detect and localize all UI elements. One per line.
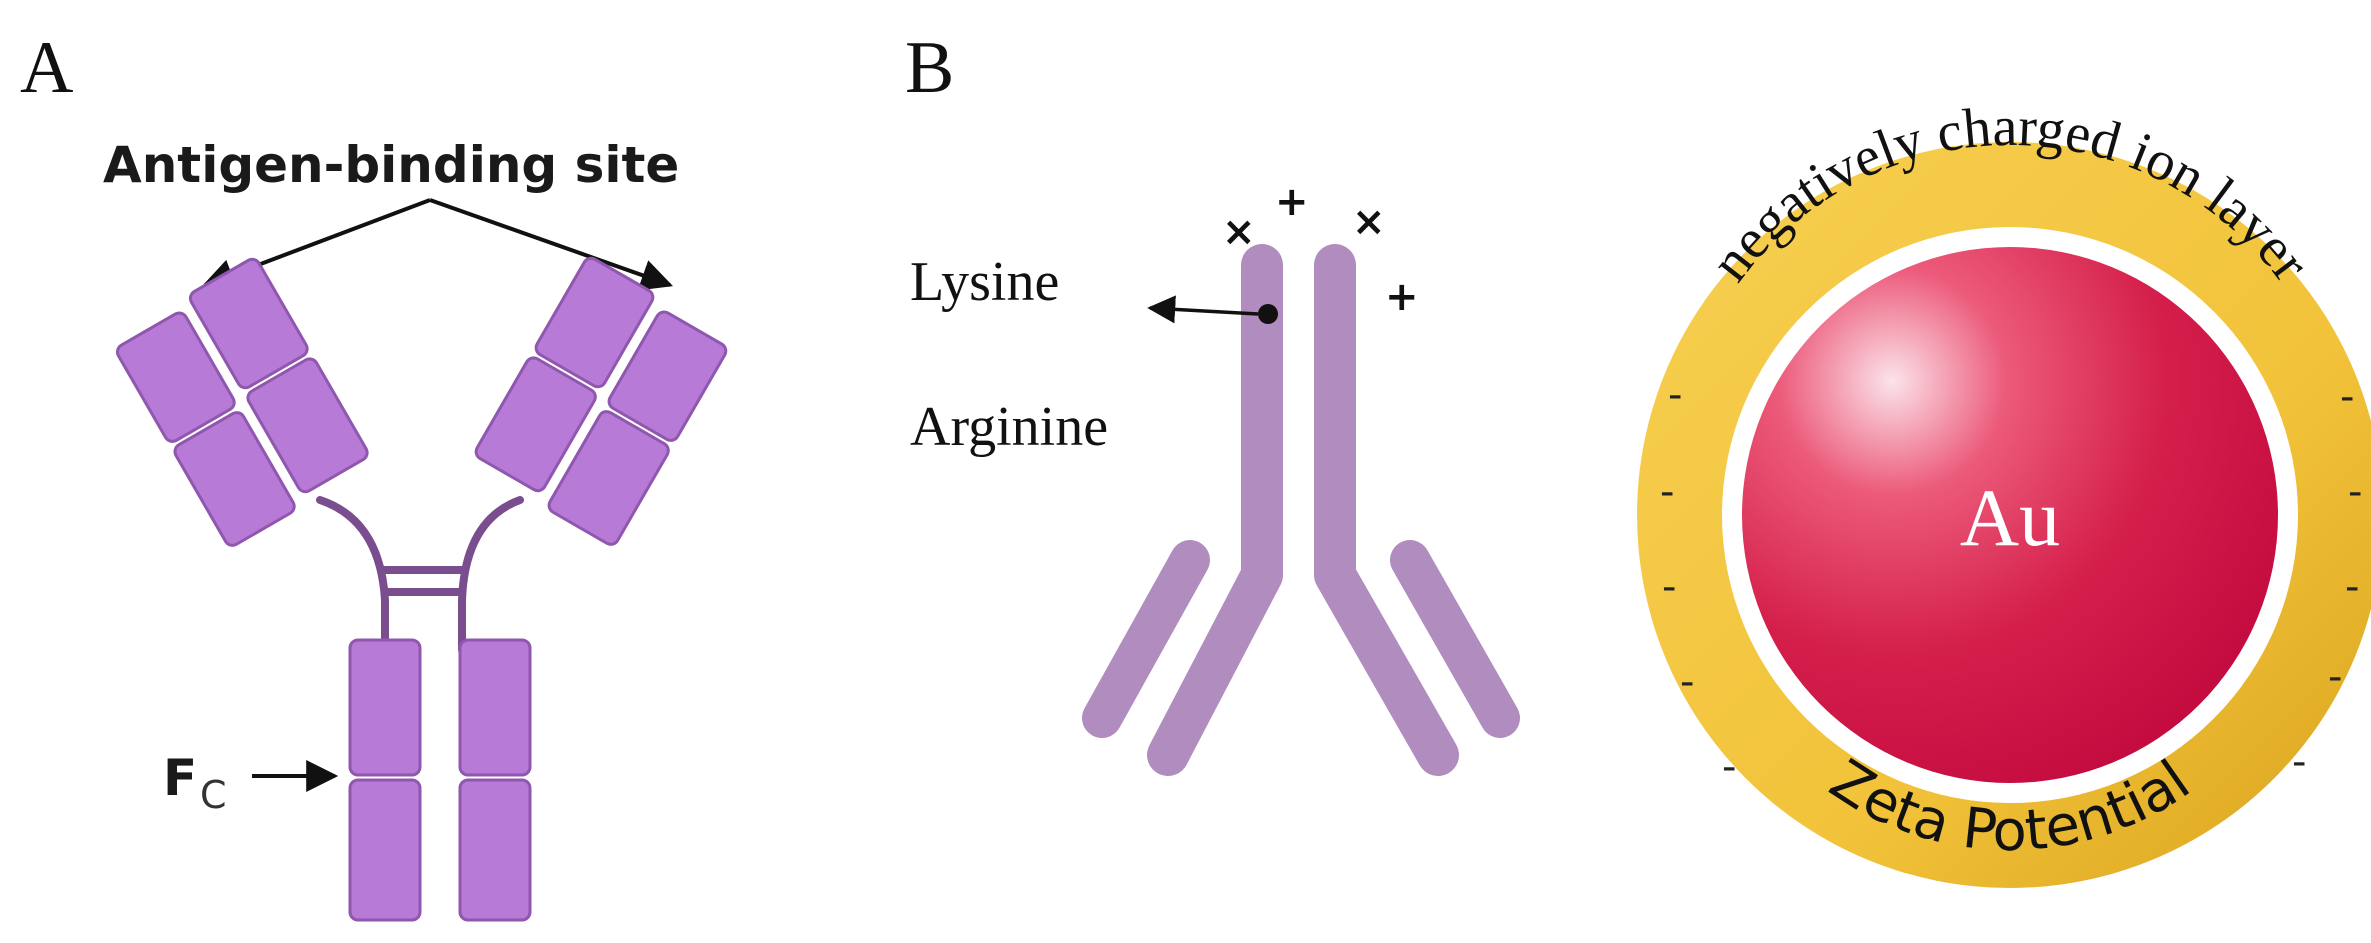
fab-right-light-c — [547, 410, 670, 546]
dash-right-2: - — [2348, 469, 2362, 515]
arginine-label: Arginine — [910, 396, 1108, 458]
au-label: Au — [1960, 472, 2060, 563]
dash-left-5: - — [1722, 744, 1736, 790]
fab-left-heavy-c — [246, 357, 369, 494]
antibody-b-light-left — [1082, 540, 1210, 738]
fc-label-subscript: C — [200, 773, 227, 817]
fab-left-heavy-v — [188, 257, 309, 390]
lysine-label: Lysine — [910, 251, 1059, 313]
fab-right-light-v — [607, 310, 728, 442]
antibody-a-fc — [348, 638, 532, 922]
dash-right-5: - — [2292, 739, 2306, 785]
antibody-a-hinge — [316, 496, 524, 654]
panel-b-letter: B — [905, 27, 954, 109]
antibody-b-light-right — [1390, 540, 1520, 738]
antibody-b-heavy-left — [1147, 244, 1283, 776]
panel-b: B Lysine Arginine × + × + Au negatively … — [905, 27, 2371, 888]
dash-left-2: - — [1660, 469, 1674, 515]
fc-right-ch2 — [458, 638, 532, 777]
binding-point-dot — [1258, 304, 1278, 324]
dash-left-4: - — [1680, 659, 1694, 705]
charge-x-left: × — [1222, 209, 1256, 255]
antibody-b-heavy-right — [1314, 244, 1459, 776]
dash-right-3: - — [2345, 564, 2359, 610]
negative-charge-dashes: - - - - - - - - - - — [1660, 372, 2362, 790]
fc-right-ch3 — [458, 778, 532, 922]
fc-label: F — [163, 749, 197, 807]
lysine-arrow — [1147, 295, 1259, 324]
antibody-a-fab-right — [474, 256, 728, 546]
fc-left-ch2 — [348, 638, 422, 777]
antibody-b — [1082, 244, 1520, 776]
antigen-binding-label: Antigen-binding site — [103, 136, 679, 194]
gold-nanoparticle: Au negatively charged ion layer Zeta Pot… — [1637, 96, 2371, 888]
dash-left-3: - — [1662, 564, 1676, 610]
au-core — [1742, 247, 2278, 783]
antigen-arrow-right — [429, 198, 674, 291]
fab-right-heavy-v — [534, 256, 655, 389]
antibody-a-fab-left — [115, 257, 369, 547]
hinge-right-heavy — [458, 496, 524, 654]
dash-right-1: - — [2340, 374, 2354, 420]
panel-a: A Antigen-binding site — [20, 27, 728, 922]
fab-left-light-v — [115, 311, 236, 443]
panel-a-letter: A — [20, 27, 73, 109]
fab-left-light-c — [173, 411, 296, 547]
hinge-left-heavy — [316, 496, 389, 654]
fc-left-ch3 — [348, 778, 422, 922]
dash-right-4: - — [2328, 654, 2342, 700]
fab-right-heavy-c — [474, 356, 597, 493]
charge-plus-top: + — [1275, 179, 1309, 225]
dash-left-1: - — [1668, 372, 1682, 418]
charge-x-right: × — [1352, 199, 1386, 245]
charge-plus-right: + — [1385, 274, 1419, 320]
